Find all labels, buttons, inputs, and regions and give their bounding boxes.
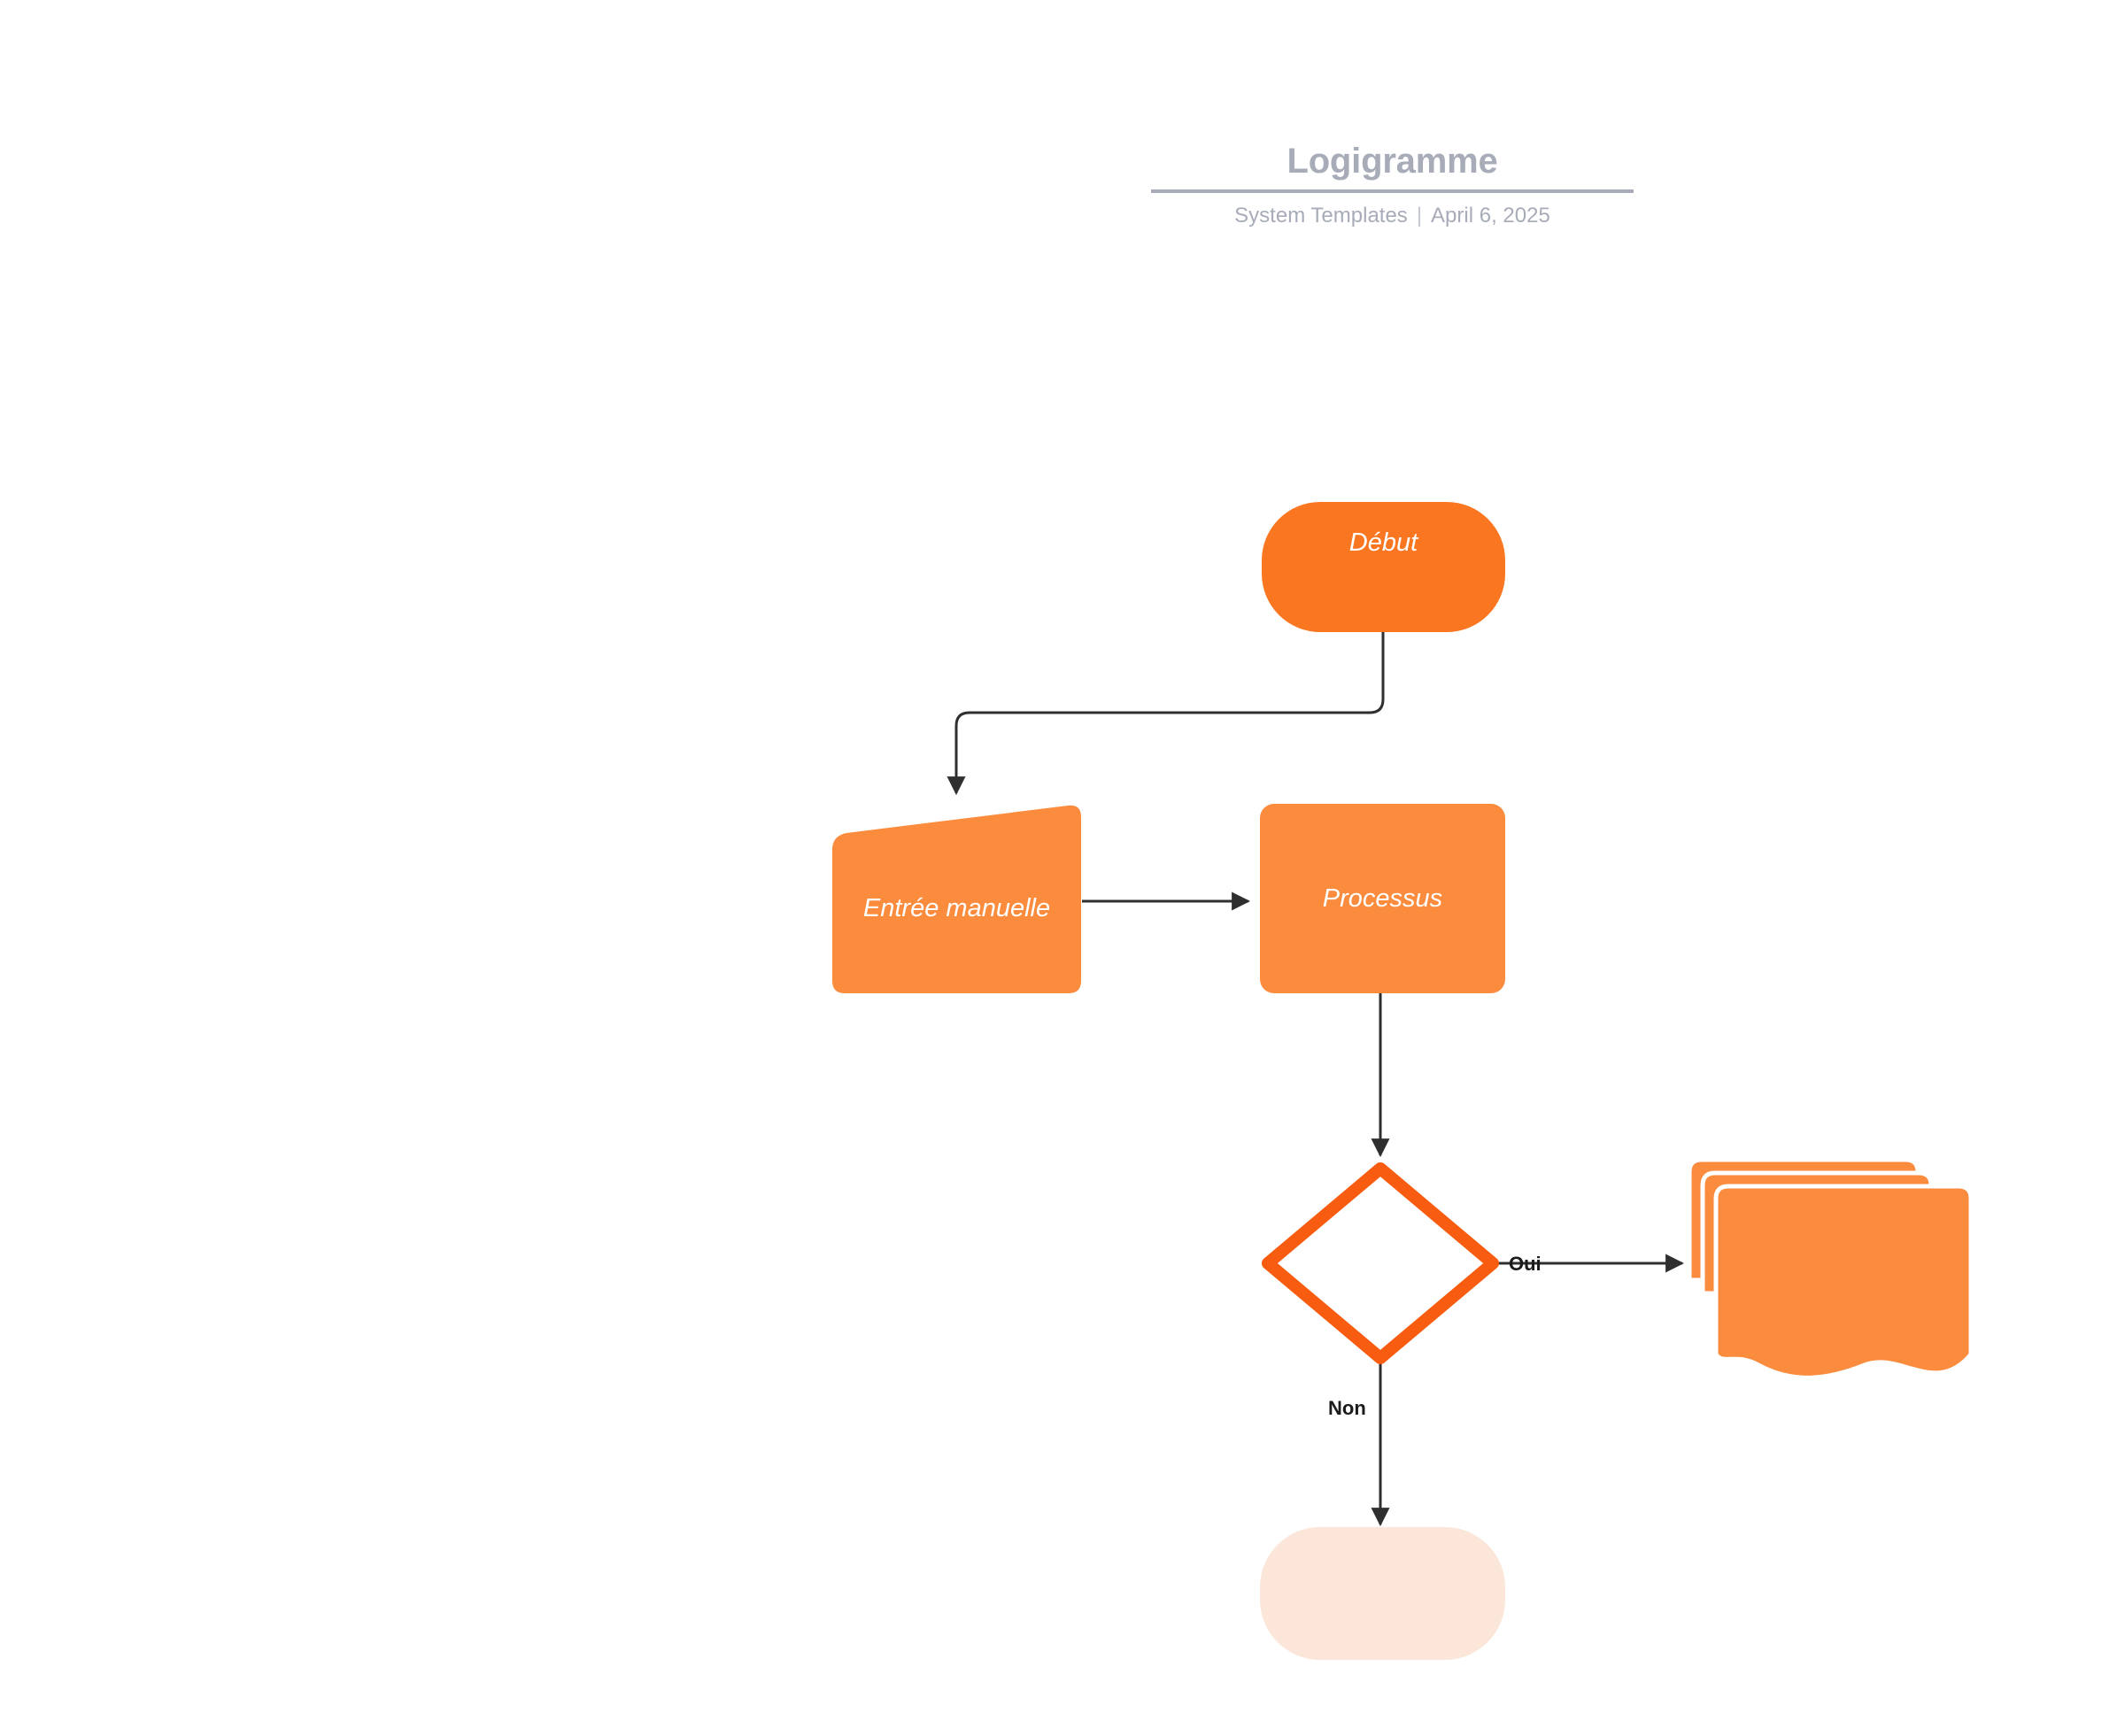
edge-label-non: Non	[1328, 1397, 1366, 1419]
node-process[interactable]	[1260, 804, 1505, 993]
node-decision[interactable]	[1262, 1162, 1499, 1364]
edge-start-to-input	[947, 632, 1385, 796]
node-multi-document[interactable]	[1687, 1157, 1974, 1399]
subtitle-separator: |	[1416, 204, 1423, 228]
node-start[interactable]	[1262, 502, 1505, 632]
page-title: Logigramme	[1287, 142, 1498, 181]
header-divider	[1151, 189, 1634, 193]
document-header: Logigramme System Templates | April 6, 202…	[1151, 142, 1634, 228]
node-manual-input[interactable]	[832, 805, 1081, 993]
document-subtitle: System Templates | April 6, 2025	[1151, 204, 1634, 228]
subtitle-source: System Templates	[1234, 204, 1408, 228]
subtitle-date: April 6, 2025	[1431, 204, 1550, 228]
node-end[interactable]	[1260, 1527, 1505, 1660]
edge-label-oui: Oui	[1509, 1253, 1542, 1275]
